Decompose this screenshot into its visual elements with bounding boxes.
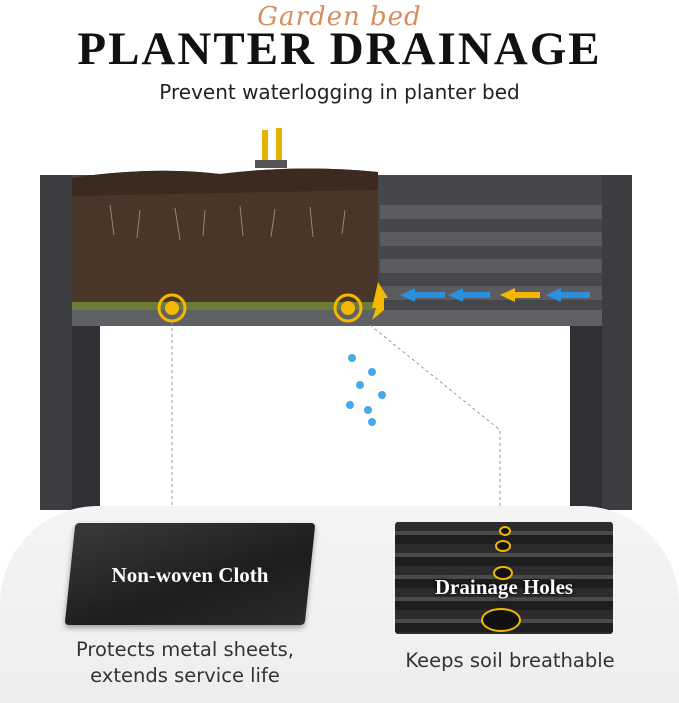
garden-tools-icon xyxy=(255,128,287,168)
soil-block xyxy=(72,168,378,306)
cloth-caption: Protects metal sheets, extends service l… xyxy=(40,637,330,689)
holes-label: Drainage Holes xyxy=(434,575,574,599)
hole-icon xyxy=(495,540,511,552)
left-leg xyxy=(40,175,72,510)
inner-left-leg xyxy=(72,325,100,510)
cloth-label: Non-woven Cloth xyxy=(111,563,269,587)
bottom-shelf xyxy=(72,310,602,326)
cloth-layer xyxy=(72,302,380,310)
drainage-holes-image xyxy=(395,522,613,634)
script-title: Garden bed xyxy=(257,2,422,32)
soil-top xyxy=(72,168,378,196)
right-leg xyxy=(602,175,632,510)
drainage-hole-marker-2 xyxy=(333,293,363,323)
cloth-caption-line1: Protects metal sheets, xyxy=(75,638,295,661)
hole-icon xyxy=(481,608,521,632)
callout-line-holes xyxy=(369,324,501,510)
page-subtitle: Prevent waterlogging in planter bed xyxy=(159,80,520,104)
drainage-hole-marker-1 xyxy=(157,293,187,323)
flow-arrows-yellow xyxy=(372,282,540,320)
inner-right-leg xyxy=(570,325,602,510)
planter-illustration xyxy=(40,128,632,510)
roots xyxy=(109,204,346,241)
page-title: PLANTER DRAINAGE xyxy=(77,23,602,75)
cloth-caption-line2: extends service life xyxy=(90,664,280,687)
hole-icon xyxy=(499,526,511,536)
water-drops-icon xyxy=(346,354,386,426)
hole-icon xyxy=(493,566,513,580)
corrugation xyxy=(380,205,602,300)
holes-caption: Keeps soil breathable xyxy=(405,649,615,672)
water-flow-arrows xyxy=(400,288,590,302)
